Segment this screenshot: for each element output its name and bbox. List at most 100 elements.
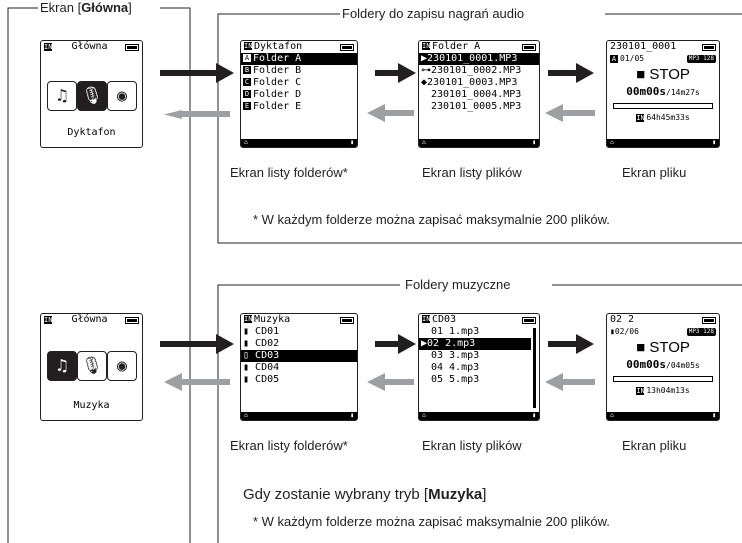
music-note-icon[interactable]: ♫ — [47, 351, 77, 381]
list-item[interactable]: ◆230101_0003.MP3 — [421, 77, 518, 88]
arrow-left-1 — [164, 110, 230, 119]
rec-section-title: Foldery do zapisu nagrań audio — [342, 6, 525, 21]
lock-icon: ⊶ — [421, 65, 431, 76]
list-item[interactable]: 03 3.mp3 — [431, 350, 480, 361]
list-item[interactable]: ▮ CD04 — [243, 362, 280, 373]
screen-footer: ⌂▮ — [607, 139, 719, 147]
caption-file-list: Ekran listy plików — [422, 165, 522, 180]
screen-footer: ⌂▮ — [419, 412, 539, 420]
list-item[interactable]: 01 1.mp3 — [431, 326, 480, 337]
home-screen-recorder: IN Główna ♫ 🎙 ◉ Dyktafon — [40, 40, 143, 148]
internal-memory-icon: IN — [44, 43, 53, 51]
home-icon: ⌂ — [244, 139, 248, 146]
arrow-left-5 — [367, 373, 414, 391]
arrow-left-2 — [367, 104, 414, 122]
folder-icon: ▮ — [243, 362, 256, 373]
file-counter: 01/05 — [620, 54, 645, 63]
stop-icon: ■ — [636, 339, 646, 356]
battery-icon — [125, 316, 139, 324]
rec-frame — [217, 13, 742, 244]
play-icon: ▶ — [421, 338, 428, 349]
folder-icon: ▮ — [243, 326, 256, 337]
screen-footer: ⌂▮ — [607, 412, 719, 420]
list-item[interactable]: 230101_0004.MP3 — [431, 89, 522, 100]
music-note-icon[interactable]: ♫ — [47, 81, 77, 111]
list-item[interactable]: ⊶230101_0002.MP3 — [421, 65, 522, 76]
battery-icon — [702, 316, 716, 324]
internal-memory-icon: IN — [636, 386, 645, 395]
file-screen-header: 02 2 — [607, 314, 719, 326]
progress-bar — [613, 103, 713, 109]
home-frame-right — [160, 7, 191, 543]
home-icon: ⌂ — [422, 412, 426, 419]
folder-icon: ▮ — [532, 412, 536, 419]
elapsed-time: 00m00s — [626, 358, 667, 371]
list-item[interactable]: ▮ CD02 — [243, 338, 280, 349]
list-item[interactable]: 04 4.mp3 — [431, 362, 480, 373]
home-icon: ⌂ — [610, 139, 614, 146]
elapsed-time: 00m00s — [626, 85, 667, 98]
folder-icon: ▮ — [610, 327, 615, 336]
list-item[interactable]: ▶230101_0001.MP3 — [419, 53, 539, 65]
arrow-right-2 — [375, 63, 416, 83]
microphone-icon[interactable]: 🎙 — [77, 351, 107, 381]
file-screen-header: 230101_0001 — [607, 41, 719, 53]
caption-folder-list: Ekran listy folderów* — [230, 165, 348, 180]
mark-icon: ◆ — [421, 77, 428, 88]
list-item[interactable]: ▮ CD05 — [243, 374, 280, 385]
music-section-title: Foldery muzyczne — [405, 277, 511, 292]
folder-icon: ▮ — [350, 139, 354, 146]
remaining-time: 64h45m33s — [646, 113, 690, 122]
arrow-right-3 — [548, 63, 594, 83]
play-icon: ▶ — [421, 53, 428, 64]
format-badge: MP3 128 — [686, 55, 716, 63]
music-mode-caption: Gdy zostanie wybrany tryb [Muzyka] — [243, 486, 487, 503]
file-name: 02 2 — [610, 314, 635, 325]
list-item[interactable]: ▮ CD01 — [243, 326, 280, 337]
home-screen-label: Muzyka — [73, 400, 110, 411]
list-item[interactable]: ▶02 2.mp3 — [419, 338, 531, 350]
total-time: /14m27s — [666, 88, 700, 97]
internal-memory-icon: IN — [422, 42, 431, 50]
caption-file-screen: Ekran pliku — [622, 438, 687, 453]
battery-icon — [340, 43, 354, 51]
screen-footer: ⌂▮ — [241, 412, 357, 420]
progress-bar — [613, 376, 713, 382]
battery-icon — [702, 43, 716, 51]
internal-memory-icon: IN — [422, 315, 431, 323]
battery-icon — [522, 43, 536, 51]
folder-icon: ▮ — [712, 412, 716, 419]
folder-icon: ▮ — [350, 412, 354, 419]
folder-icon: ▮ — [243, 374, 256, 385]
home-screen-label: Dyktafon — [67, 127, 116, 138]
list-item[interactable]: 230101_0005.MP3 — [431, 101, 522, 112]
music-note: * W każdym folderze można zapisać maksym… — [253, 514, 610, 529]
list-item[interactable]: ▯ CD03 — [241, 350, 357, 362]
home-icon: ⌂ — [610, 412, 614, 419]
arrow-left-3 — [545, 104, 595, 122]
play-state: STOP — [649, 66, 690, 83]
list-item[interactable]: 05 5.mp3 — [431, 374, 480, 385]
screen-footer: ⌂▮ — [241, 139, 357, 147]
folder-a-icon: A — [610, 54, 618, 63]
microphone-icon[interactable]: 🎙 — [77, 81, 107, 111]
caption-file-list: Ekran listy plików — [422, 438, 522, 453]
home-screen-music: IN Główna ♫ 🎙 ◉ Muzyka — [40, 313, 143, 421]
podcast-icon[interactable]: ◉ — [107, 351, 137, 381]
scrollbar[interactable] — [533, 328, 536, 408]
arrow-right-6 — [548, 334, 594, 354]
podcast-icon[interactable]: ◉ — [107, 81, 137, 111]
battery-icon — [125, 43, 139, 51]
home-frame-title: Ekran [Główna] — [40, 0, 132, 15]
